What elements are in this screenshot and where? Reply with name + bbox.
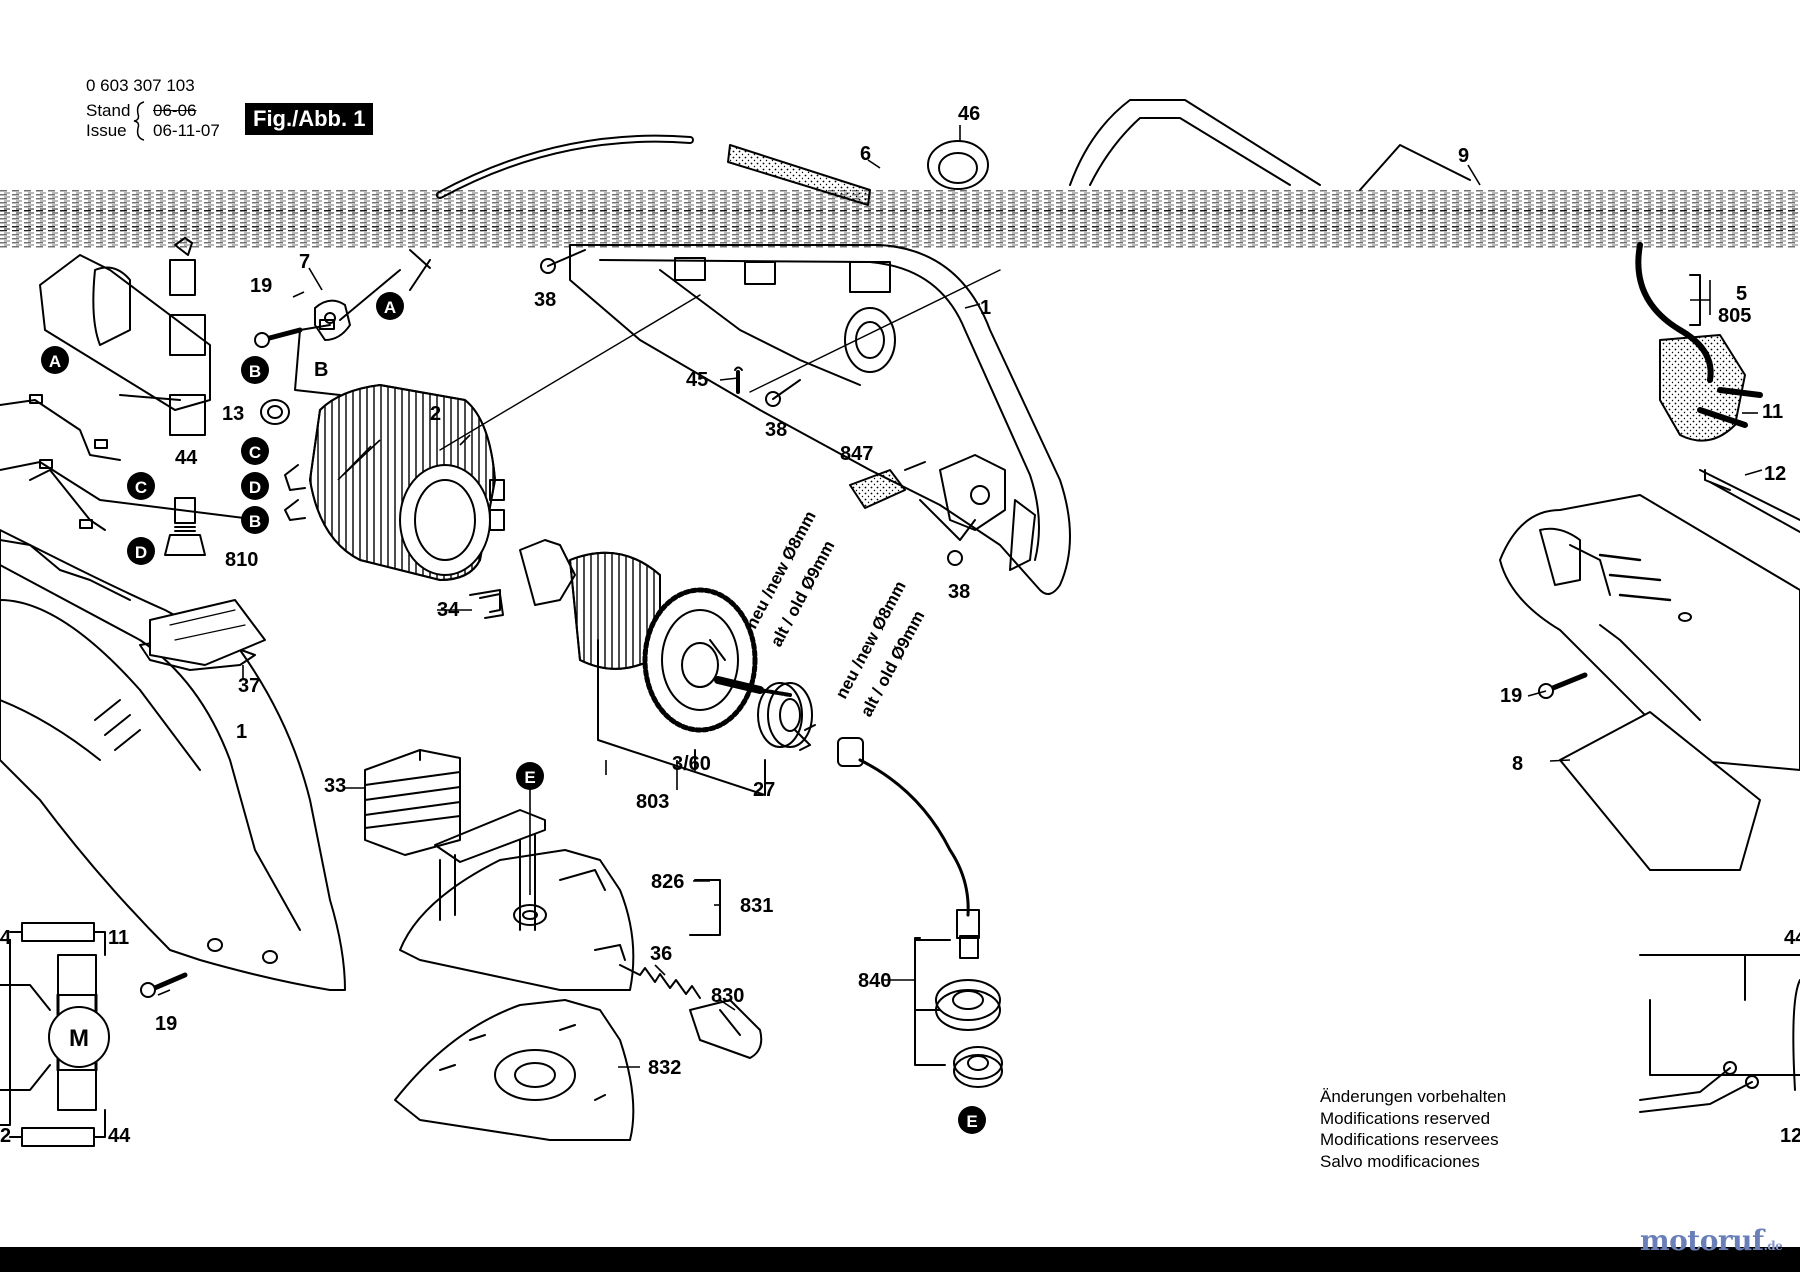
callout-44-schematic: 44 <box>108 1125 131 1147</box>
callout-826: 826 <box>651 871 684 893</box>
callout-803: 803 <box>636 791 669 813</box>
marker-group: A A B C D C B D E E <box>41 292 986 1134</box>
scan-noise-band <box>0 190 1800 248</box>
callout-44-a: B <box>314 359 328 381</box>
callout-832: 832 <box>648 1057 681 1079</box>
callout-33: 33 <box>324 775 346 797</box>
callout-13: 13 <box>222 403 244 425</box>
figure-label: Fig./Abb. 1 <box>245 103 374 135</box>
stand-label: Stand <box>86 101 131 120</box>
callout-810: 810 <box>225 549 258 571</box>
callout-1-left: 1 <box>236 721 247 743</box>
callout-19-bottom: 19 <box>155 1013 177 1035</box>
callout-12-right: 12 <box>1764 463 1786 485</box>
issue-label: Issue <box>86 121 127 140</box>
marker-b-upper: B <box>249 362 261 381</box>
marker-e-upper: E <box>524 768 535 787</box>
motor-symbol: M <box>69 1025 89 1052</box>
callout-1-right: 1 <box>980 297 991 319</box>
callout-830: 830 <box>711 985 744 1007</box>
callout-19-top: 19 <box>250 275 272 297</box>
marker-c-lower: C <box>135 478 147 497</box>
note-german: Änderungen vorbehalten <box>1320 1087 1507 1106</box>
callout-37: 37 <box>238 675 260 697</box>
callout-19-right: 19 <box>1500 685 1522 707</box>
note-english: Modifications reserved <box>1320 1108 1491 1128</box>
footer-bar <box>0 1247 1800 1272</box>
callout-46: 46 <box>958 103 980 125</box>
marker-d-upper: D <box>249 478 261 497</box>
callout-7: 7 <box>299 251 310 273</box>
callout-847: 847 <box>840 443 873 465</box>
stand-value: 06-06 <box>153 101 197 120</box>
marker-a-left: A <box>49 352 61 371</box>
callout-36: 36 <box>650 943 672 965</box>
callout-44-right: 44 <box>1784 927 1800 949</box>
callout-805: 805 <box>1718 305 1751 327</box>
callout-44-b: 44 <box>175 447 198 469</box>
callout-831: 831 <box>740 895 773 917</box>
callout-3-60: 3/60 <box>672 753 711 775</box>
callout-2-schematic: 2 <box>0 1125 11 1147</box>
callout-2: 2 <box>430 403 441 425</box>
note-french: Modifications reservees <box>1320 1130 1499 1149</box>
callout-27: 27 <box>753 779 775 801</box>
marker-d-lower: D <box>135 543 147 562</box>
issue-value: 06-11-07 <box>153 121 220 140</box>
callout-45: 45 <box>686 369 708 391</box>
callout-840: 840 <box>858 970 891 992</box>
modification-notes: Änderungen vorbehalten Modifications res… <box>1320 1086 1506 1172</box>
header-brace-icon <box>133 101 145 141</box>
callout-38-c: 38 <box>948 581 970 603</box>
callout-11-schematic: 11 <box>108 927 129 949</box>
watermark-name: motoruf <box>1640 1224 1764 1257</box>
marker-a-right: A <box>384 298 396 317</box>
callout-38-a: 38 <box>534 289 556 311</box>
callout-11-right: 11 <box>1762 401 1783 423</box>
watermark-logo: motoruf.de <box>1640 1224 1783 1257</box>
marker-e-lower: E <box>966 1112 977 1131</box>
part-number: 0 603 307 103 <box>86 76 195 95</box>
callout-9: 9 <box>1458 145 1469 167</box>
callout-4-schematic: 4 <box>0 927 12 949</box>
marker-b-lower: B <box>249 512 261 531</box>
callout-8: 8 <box>1512 753 1523 775</box>
callout-12-schematic: 12 <box>1780 1125 1800 1147</box>
marker-c-upper: C <box>249 443 261 462</box>
callout-38-b: 38 <box>765 419 787 441</box>
watermark-suffix: .de <box>1763 1239 1783 1253</box>
callout-5: 5 <box>1736 283 1747 305</box>
callout-34: 34 <box>437 599 460 621</box>
callout-6: 6 <box>860 143 871 165</box>
note-spanish: Salvo modificaciones <box>1320 1151 1480 1171</box>
